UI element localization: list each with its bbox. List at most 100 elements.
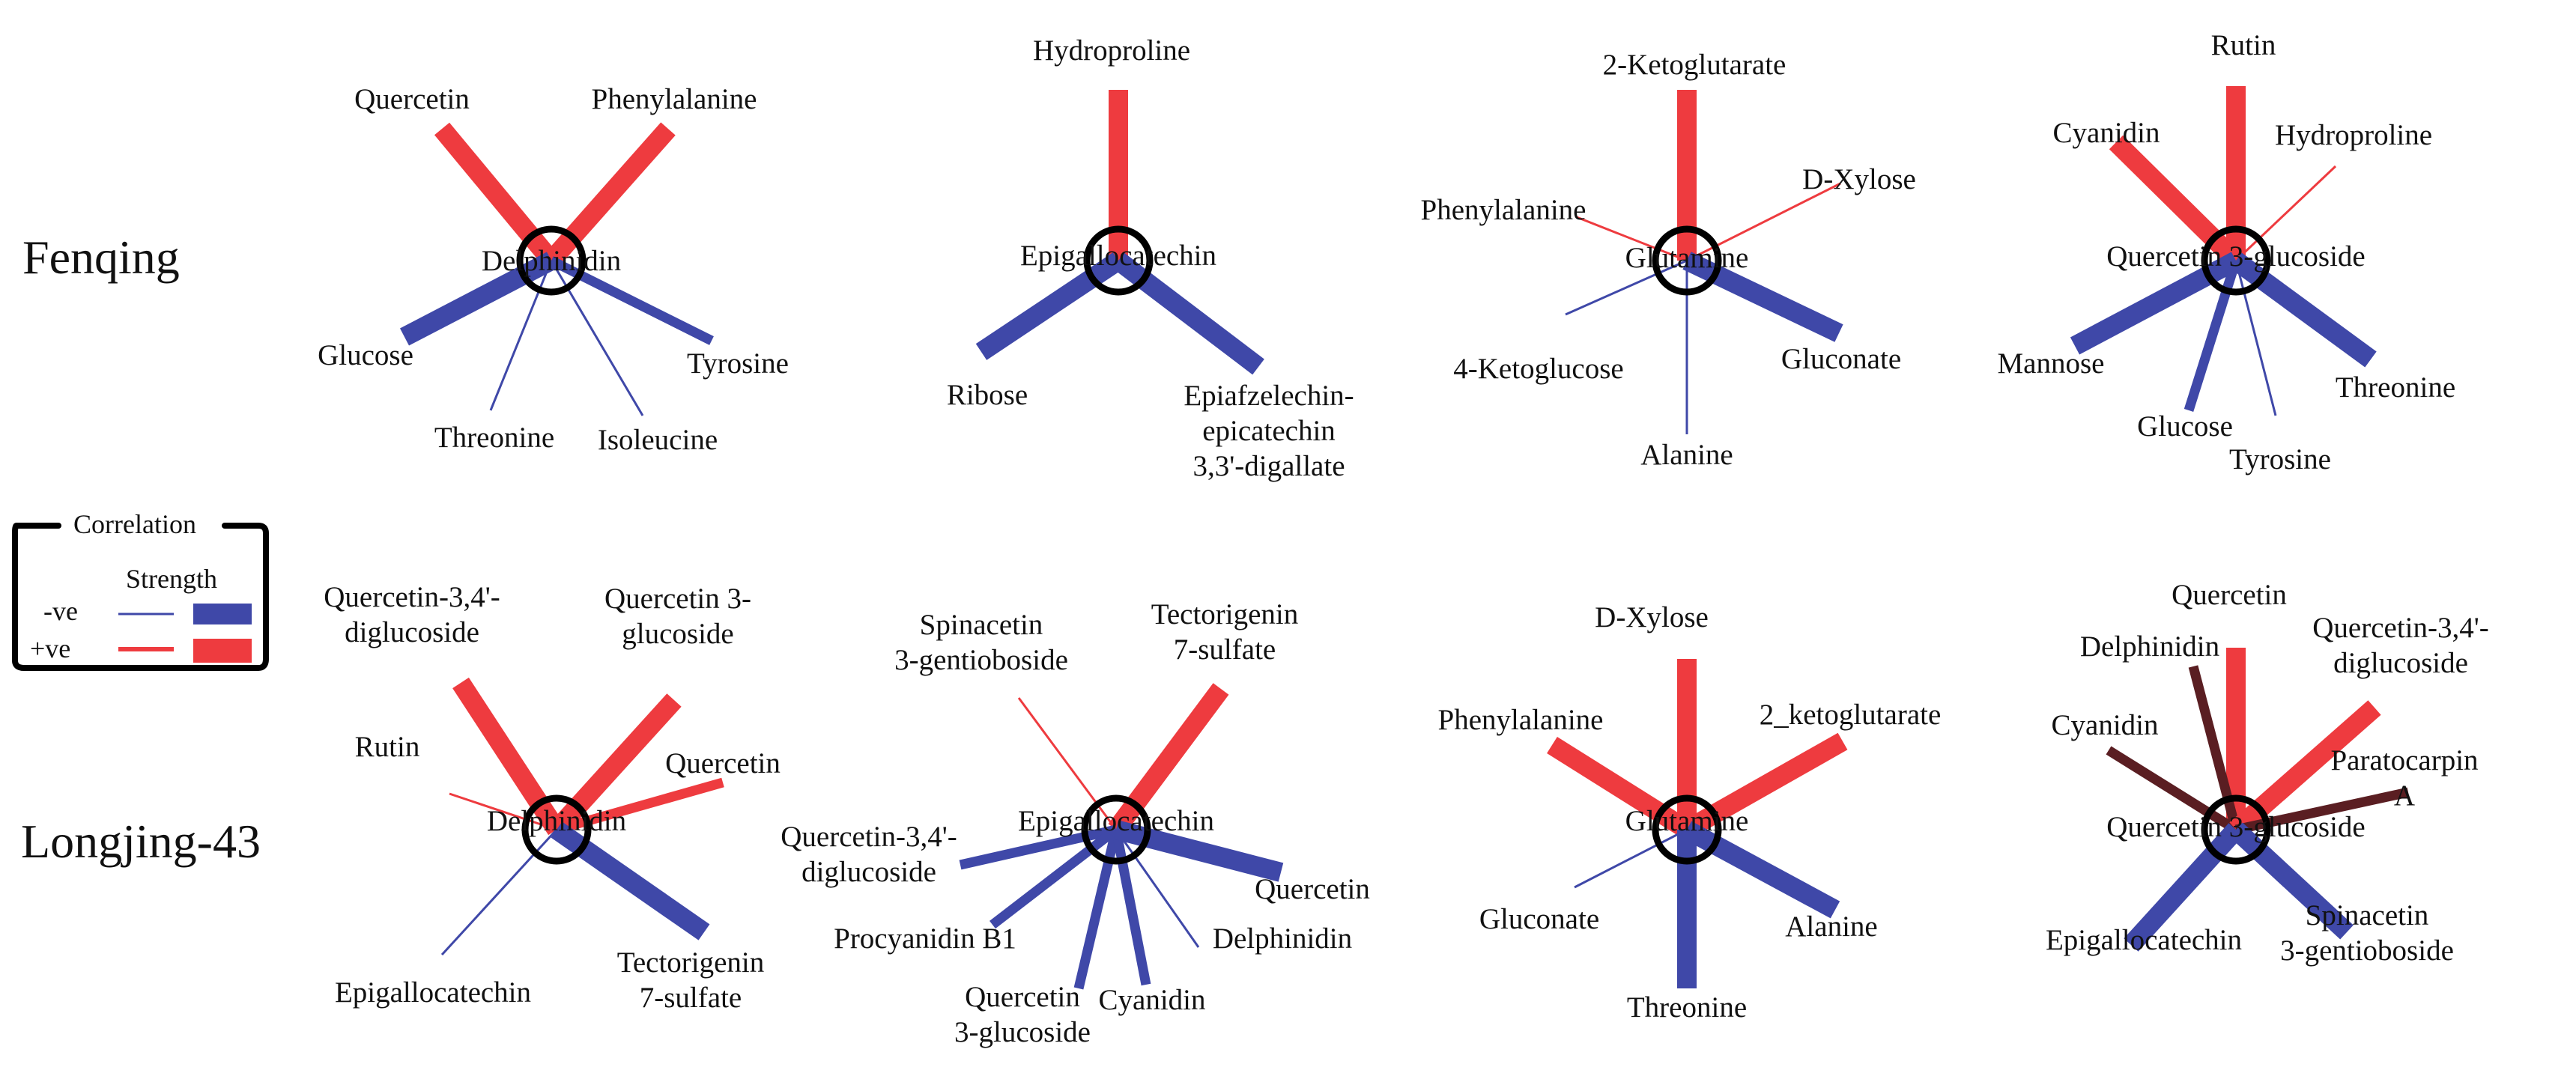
- node-label-tectorigenin-7-sulfate-line-2: 7-sulfate: [640, 982, 742, 1014]
- node-label-quercetin-3-4-diglucoside-line-1: Quercetin-3,4'-: [2312, 612, 2489, 644]
- hub-node-delphinidin: [521, 794, 592, 865]
- node-label-quercetin-3-glucoside: Quercetin 3-glucoside: [604, 583, 751, 650]
- hub-label-quercetin-3-glucoside-line-1: Quercetin 3-glucoside: [2106, 240, 2365, 273]
- node-label-rutin-line-1: Rutin: [2211, 29, 2276, 61]
- node-label-2-ketoglutarate: 2_ketoglutarate: [1760, 699, 1942, 731]
- node-label-procyanidin-b1: Procyanidin B1: [834, 923, 1016, 955]
- node-label-quercetin-3-4-diglucoside-line-1: Quercetin-3,4'-: [781, 821, 957, 853]
- node-label-epigallocatechin-line-1: Epigallocatechin: [335, 976, 531, 1009]
- node-label-tectorigenin-7-sulfate-line-2: 7-sulfate: [1174, 633, 1276, 666]
- node-label-spinacetin-3-gentioboside-line-2: 3-gentioboside: [2280, 934, 2454, 967]
- edge-quercetin-3-glucoside-spinacetin-3-gentioboside-longjing: [2229, 822, 2354, 940]
- edge-quercetin-3-glucoside-delphinidin-longjing: [2188, 665, 2241, 831]
- hub-node-glutamine: [1652, 225, 1722, 296]
- edge-delphinidin-epigallocatechin-longjing: [440, 828, 558, 956]
- legend-negative-strong-swatch: [193, 604, 252, 624]
- hub-label-glutamine-line-1: Glutamine: [1625, 805, 1749, 837]
- edge-glutamine-gluconate-fenqing: [1682, 252, 1843, 342]
- node-label-epiafzelechin-epicatechin-3-3-digallate-line-1: Epiafzelechin-: [1184, 380, 1354, 412]
- edge-quercetin-3-glucoside-glucose-fenqing: [2183, 259, 2241, 412]
- node-label-quercetin: Quercetin: [2172, 579, 2287, 611]
- hub-node-quercetin-3-glucoside: [2201, 225, 2271, 296]
- hub-label-quercetin-3-glucoside-line-1: Quercetin 3-glucoside: [2106, 811, 2365, 843]
- node-label-glucose-line-1: Glucose: [2137, 410, 2233, 443]
- node-label-quercetin-line-1: Quercetin: [2172, 579, 2287, 611]
- node-label-delphinidin: Delphinidin: [2080, 630, 2219, 663]
- node-label-2-ketoglutarate-line-1: 2-Ketoglutarate: [1603, 49, 1786, 81]
- hub-nodes-layer: [516, 225, 2271, 865]
- node-label-gluconate-line-1: Gluconate: [1479, 903, 1599, 935]
- node-label-alanine: Alanine: [1785, 911, 1877, 943]
- node-label-epiafzelechin-epicatechin-3-3-digallate-line-2: epicatechin: [1202, 415, 1336, 447]
- node-label-cyanidin-line-1: Cyanidin: [2052, 709, 2159, 741]
- edge-quercetin-3-glucoside-hydroproline-fenqing: [2234, 165, 2337, 262]
- node-label-cyanidin-line-1: Cyanidin: [1099, 984, 1206, 1016]
- node-label-cyanidin: Cyanidin: [2053, 117, 2160, 149]
- node-label-tyrosine: Tyrosine: [687, 347, 789, 380]
- hub-node-epigallocatechin: [1081, 794, 1151, 865]
- edge-glutamine-gluconate-longjing: [1574, 828, 1688, 889]
- node-label-quercetin-3-4-diglucoside-line-2: diglucoside: [2333, 647, 2468, 679]
- node-label-mannose: Mannose: [1998, 347, 2105, 380]
- node-label-phenylalanine: Phenylalanine: [592, 83, 757, 115]
- node-label-epigallocatechin-line-1: Epigallocatechin: [2046, 924, 2242, 956]
- node-label-alanine: Alanine: [1640, 439, 1733, 471]
- row-label-fenqing: Fenqing: [22, 231, 180, 284]
- node-label-quercetin-3-4-diglucoside: Quercetin-3,4'-diglucoside: [781, 821, 957, 888]
- hub-label-delphinidin: Delphinidin: [482, 245, 621, 277]
- node-label-quercetin-line-1: Quercetin: [354, 83, 470, 115]
- edge-epigallocatechin-spinacetin-3-gentioboside-longjing: [1017, 697, 1118, 830]
- row-label-longjing-43: Longjing-43: [21, 815, 261, 868]
- node-label-threonine-line-1: Threonine: [1627, 991, 1747, 1024]
- node-label-phenylalanine: Phenylalanine: [1438, 704, 1604, 736]
- node-label-mannose-line-1: Mannose: [1998, 347, 2105, 380]
- node-label-2-ketoglutarate-line-1: 2_ketoglutarate: [1760, 699, 1942, 731]
- hub-label-glutamine-line-1: Glutamine: [1625, 242, 1749, 274]
- node-label-quercetin-3-4-diglucoside: Quercetin-3,4'-diglucoside: [324, 581, 500, 648]
- node-label-d-xylose: D-Xylose: [1802, 163, 1916, 195]
- node-label-delphinidin: Delphinidin: [1213, 923, 1352, 955]
- node-label-tyrosine-line-1: Tyrosine: [2229, 443, 2331, 475]
- edge-quercetin-3-glucoside-threonine-fenqing: [2230, 252, 2377, 368]
- hub-label-delphinidin-line-1: Delphinidin: [487, 805, 626, 837]
- node-label-rutin: Rutin: [2211, 29, 2276, 61]
- node-label-spinacetin-3-gentioboside-line-2: 3-gentioboside: [894, 644, 1068, 676]
- node-label-tectorigenin-7-sulfate-line-1: Tectorigenin: [617, 946, 765, 979]
- hub-node-delphinidin: [516, 225, 587, 296]
- edge-delphinidin-phenylalanine-fenqing: [544, 122, 676, 267]
- edge-delphinidin-rutin-longjing: [449, 792, 557, 831]
- node-label-gluconate-line-1: Gluconate: [1781, 343, 1901, 375]
- hub-label-epigallocatechin: Epigallocatechin: [1018, 805, 1214, 837]
- node-label-quercetin-3-glucoside-line-2: 3-glucoside: [954, 1016, 1091, 1048]
- node-label-ribose-line-1: Ribose: [947, 379, 1028, 411]
- node-label-tyrosine: Tyrosine: [2229, 443, 2331, 475]
- node-label-gluconate: Gluconate: [1781, 343, 1901, 375]
- edge-delphinidin-quercetin-fenqing: [434, 122, 560, 267]
- node-label-ribose: Ribose: [947, 379, 1028, 411]
- node-label-quercetin-3-4-diglucoside-line-1: Quercetin-3,4'-: [324, 581, 500, 613]
- hub-label-epigallocatechin-line-1: Epigallocatechin: [1020, 240, 1216, 272]
- node-label-quercetin-line-1: Quercetin: [1255, 873, 1370, 905]
- node-label-glucose: Glucose: [2137, 410, 2233, 443]
- legend-positive-strong-swatch: [193, 639, 252, 663]
- node-label-quercetin-line-1: Quercetin: [665, 747, 781, 779]
- hub-label-delphinidin: Delphinidin: [487, 805, 626, 837]
- node-label-threonine: Threonine: [434, 422, 554, 454]
- node-label-isoleucine: Isoleucine: [598, 424, 718, 456]
- hub-label-quercetin-3-glucoside: Quercetin 3-glucoside: [2106, 240, 2365, 273]
- node-label-delphinidin-line-1: Delphinidin: [1213, 923, 1352, 955]
- node-label-rutin-line-1: Rutin: [355, 731, 420, 763]
- node-label-d-xylose-line-1: D-Xylose: [1802, 163, 1916, 195]
- edge-epigallocatechin-procyanidin-b1-longjing: [990, 825, 1119, 929]
- node-label-hydroproline-line-1: Hydroproline: [1033, 34, 1190, 67]
- node-label-alanine-line-1: Alanine: [1640, 439, 1733, 471]
- legend-strength-label: Strength: [126, 564, 217, 594]
- node-label-threonine-line-1: Threonine: [2336, 371, 2455, 404]
- edge-delphinidin-threonine-fenqing: [489, 260, 553, 411]
